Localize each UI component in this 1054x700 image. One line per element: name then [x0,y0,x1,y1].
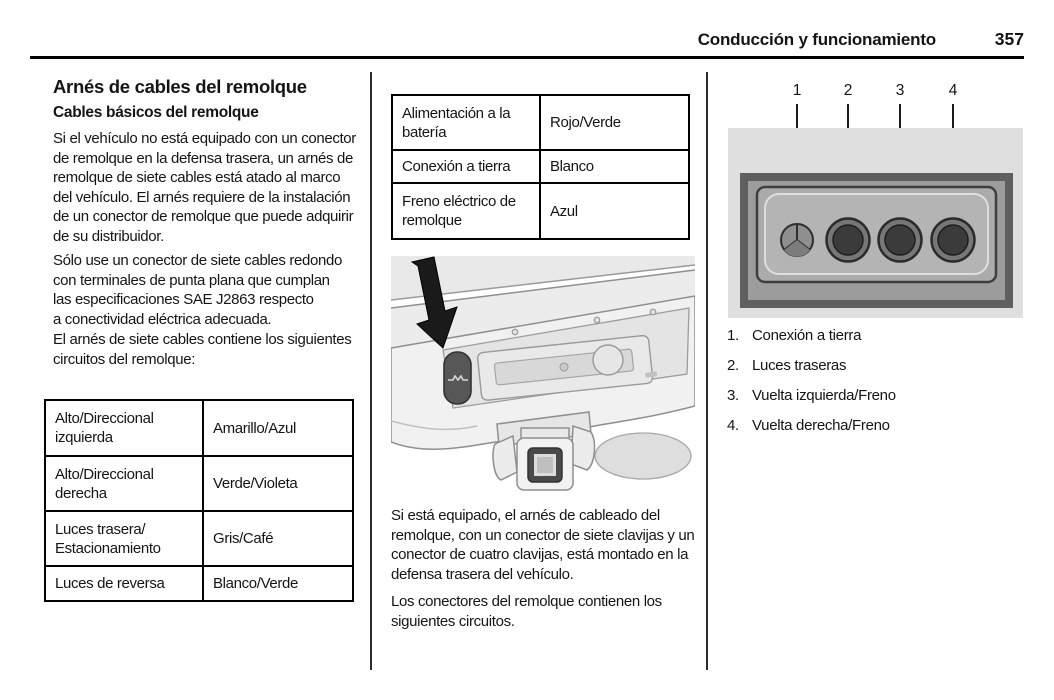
power-circuit-table: Alimentación a la batería Rojo/Verde Con… [391,94,690,240]
pin-2 [825,217,871,263]
circuit-cell: Alto/Direccional derecha [44,455,204,512]
pin-3 [877,217,923,263]
spare-tire [594,432,692,480]
wire-color-cell: Blanco [539,149,690,184]
legend-label: Luces traseras [752,357,847,374]
header-section-title: Conducción y funcionamiento [697,30,936,49]
callout-number-1: 1 [792,82,802,99]
wire-color-cell: Gris/Café [202,510,354,567]
callout-number-2: 2 [843,82,853,99]
hitch-receiver [492,411,596,491]
wire-color-cell: Azul [539,182,690,240]
paragraph-line: circuitos del remolque: [53,350,196,368]
trailer-connector [443,351,472,405]
circuit-cell: Freno eléctrico de remolque [391,182,541,240]
bumper-slot [645,371,658,378]
paragraph-line: Los conectores del remolque contienen lo… [391,593,662,610]
pin-1 [780,223,814,257]
article-subheading: Cables básicos del remolque [53,104,259,121]
paragraph-line: con terminales de punta plana que cumpla… [53,271,330,289]
paragraph-line: de remolque en la defensa trasera, un ar… [53,149,353,167]
paragraph-line: del vehículo. El arnés requiere de la in… [53,188,351,206]
legend-number: 3. [727,387,739,404]
legend-label: Conexión a tierra [752,327,862,344]
legend-label: Vuelta derecha/Freno [752,417,890,434]
paragraph-connectors-contain: Los conectores del remolque contienen lo… [391,592,662,631]
bumper-screws [511,308,657,336]
paragraph-line: Si está equipado, el arnés de cableado d… [391,507,660,524]
table-row: Alimentación a la batería Rojo/Verde [391,94,690,151]
callout-number-4: 4 [948,82,958,99]
circuit-cell: Luces trasera/ Estacionamiento [44,510,204,567]
paragraph-line: de su distribuidor. [53,227,164,245]
legend-number: 4. [727,417,739,434]
paragraph-line: de un conector de remolque que puede adq… [53,208,354,225]
paragraph-line: Si el vehículo no está equipado con un c… [53,130,356,147]
paragraph-line: defensa trasera del vehículo. [391,565,574,583]
wire-color-cell: Rojo/Verde [539,94,690,151]
connector-face-drawing [728,128,1023,318]
paragraph-line: El arnés de siete cables contiene los si… [53,331,352,348]
column-divider-left [370,72,372,670]
table-row: Alto/Direccional derecha Verde/Violeta [44,455,354,512]
table-row: Luces trasera/ Estacionamiento Gris/Café [44,510,354,567]
table-row: Luces de reversa Blanco/Verde [44,565,354,602]
legend-number: 1. [727,327,739,344]
paragraph-circuits-intro: El arnés de siete cables contiene los si… [53,330,352,369]
circuit-cell: Alto/Direccional izquierda [44,399,204,457]
wire-color-cell: Amarillo/Azul [202,399,354,457]
paragraph-line: siguientes circuitos. [391,612,515,630]
connector-panel [764,193,989,275]
legend-item-3: 3. Vuelta izquierda/Freno [727,386,1027,406]
paragraph-sae-spec: Sólo use un conector de siete cables red… [53,251,342,329]
paragraph-line: remolque, con un conector de siete clavi… [391,526,695,544]
article-heading: Arnés de cables del remolque [53,76,307,97]
circuit-cell: Conexión a tierra [391,149,541,184]
legend-number: 2. [727,357,739,374]
header-page-number: 357 [994,29,1024,49]
pointer-arrow-icon [410,256,458,349]
callout-number-3: 3 [895,82,905,99]
wire-color-cell: Blanco/Verde [202,565,354,602]
paragraph-line: remolque de siete cables está atado al m… [53,169,341,186]
seven-wire-circuit-table: Alto/Direccional izquierda Amarillo/Azul… [44,399,354,602]
header-rule [30,56,1024,59]
paragraph-line: las especificaciones SAE J2863 respecto [53,291,314,308]
wire-color-cell: Verde/Violeta [202,455,354,512]
circuit-cell: Luces de reversa [44,565,204,602]
pin-4 [930,217,976,263]
legend-item-1: 1. Conexión a tierra [727,326,1027,346]
tailgate [391,256,695,348]
circuit-cell: Alimentación a la batería [391,94,541,151]
legend-label: Vuelta izquierda/Freno [752,387,896,404]
four-pin-connector-figure: 1 2 3 4 [715,82,1023,318]
table-row: Freno eléctrico de remolque Azul [391,182,690,240]
column-divider-right [706,72,708,670]
paragraph-line: a conectividad eléctrica adecuada. [53,310,272,328]
table-row: Alto/Direccional izquierda Amarillo/Azul [44,399,354,457]
paragraph-line: conector de cuatro clavijas, está montad… [391,546,689,563]
legend-item-2: 2. Luces traseras [727,356,1027,376]
paragraph-basic-wiring: Si el vehículo no está equipado con un c… [53,129,356,246]
rear-bumper-figure [391,256,695,491]
legend-item-4: 4. Vuelta derecha/Freno [727,416,1027,436]
paragraph-line: Sólo use un conector de siete cables red… [53,252,342,269]
paragraph-if-equipped: Si está equipado, el arnés de cableado d… [391,506,695,584]
table-row: Conexión a tierra Blanco [391,149,690,184]
round-recess [592,344,624,376]
